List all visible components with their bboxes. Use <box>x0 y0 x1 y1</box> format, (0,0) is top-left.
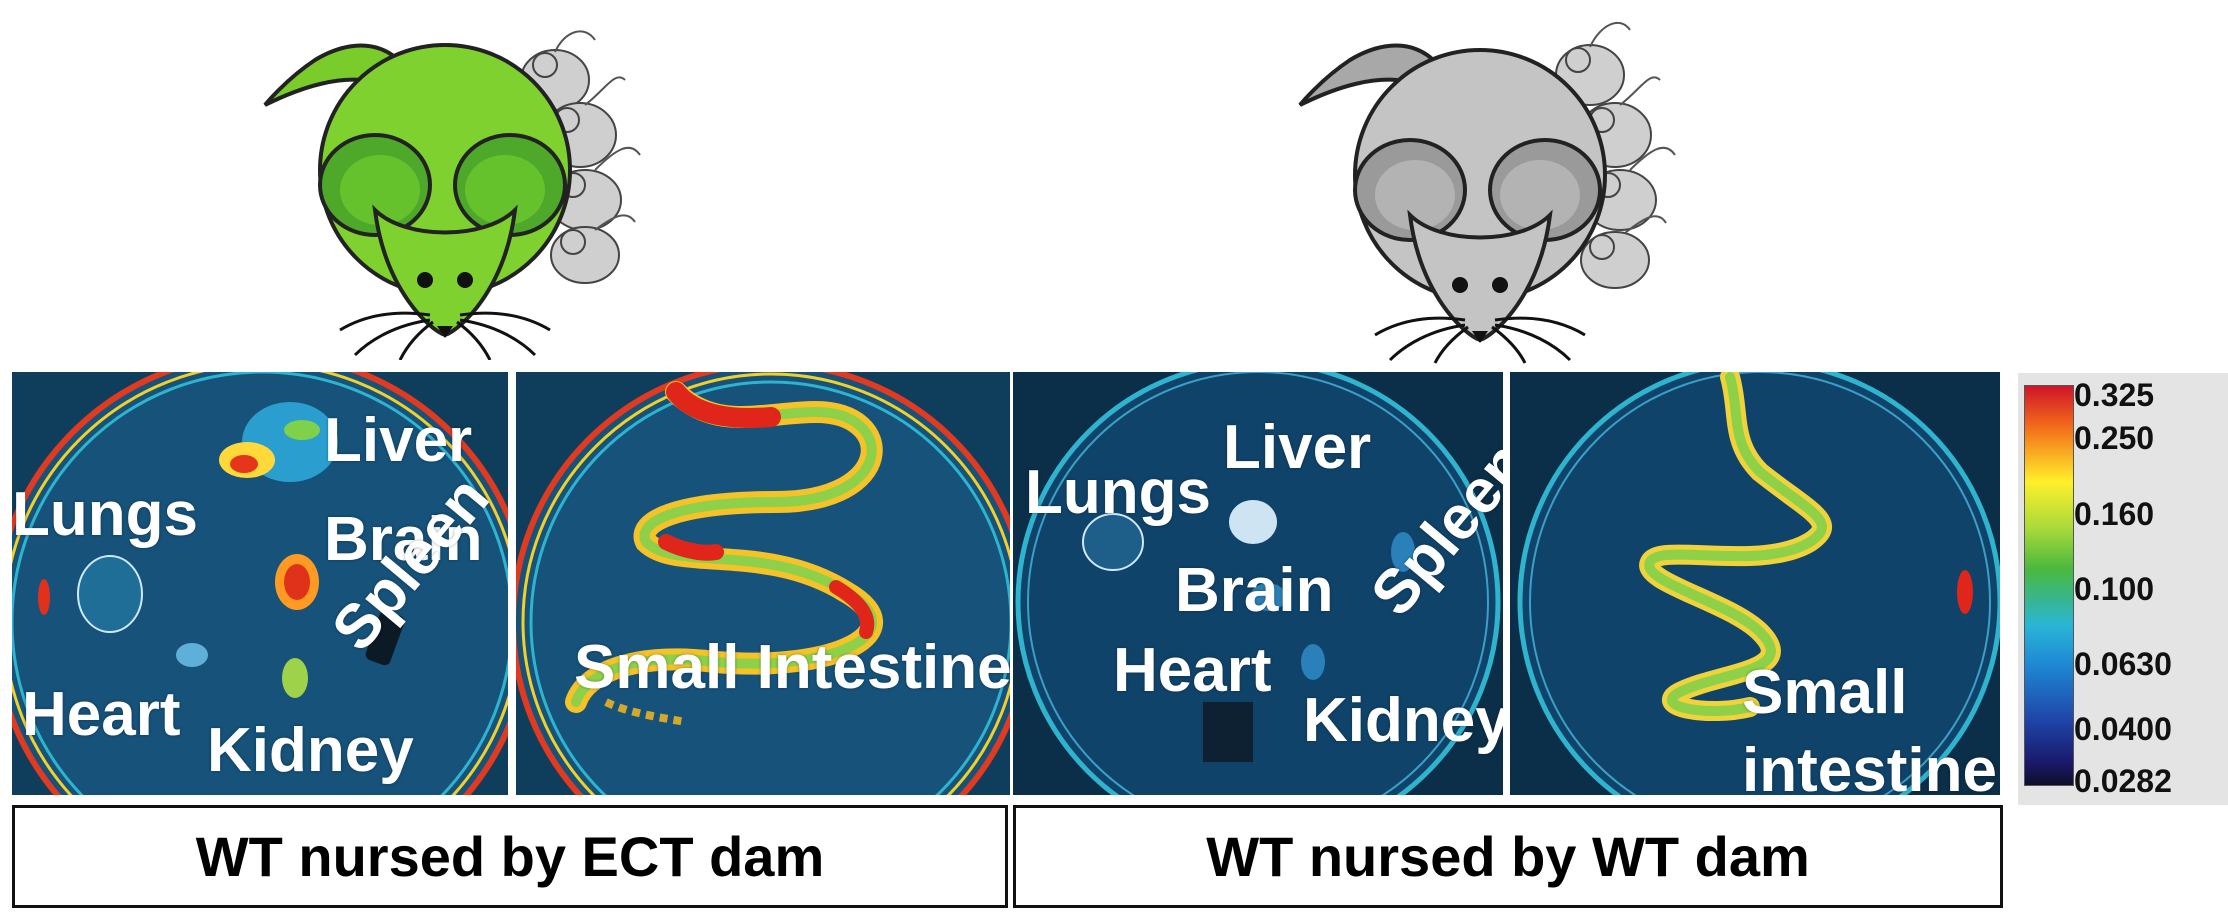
label-lungs: Lungs <box>12 480 198 549</box>
label-kidney: Kidney <box>1303 686 1503 755</box>
scale-tick: 0.250 <box>2074 420 2155 456</box>
scale-tick: 0.0630 <box>2074 646 2172 682</box>
label-kidney: Kidney <box>207 716 414 785</box>
scale-tick: 0.160 <box>2074 496 2155 532</box>
ect-organs-panel: Liver Lungs Brain Heart Kidney Spleen <box>12 372 508 795</box>
condition-right-caption: WT nursed by WT dam <box>1013 805 2003 908</box>
ect-intestine-panel: Small Intestine <box>516 372 1010 795</box>
scale-tick: 0.0282 <box>2074 763 2172 799</box>
wt-organs-image <box>1013 372 1503 795</box>
wt-organs-panel: Liver Lungs Brain Heart Kidney Spleen <box>1013 372 1503 795</box>
color-gradient <box>2024 385 2074 786</box>
label-heart: Heart <box>22 680 181 749</box>
label-heart: Heart <box>1113 636 1272 705</box>
scale-tick: 0.100 <box>2074 571 2155 607</box>
label-brain: Brain <box>1175 556 1334 625</box>
green-mother-mouse-icon <box>263 30 641 360</box>
wt-intestine-panel: Small intestine <box>1510 372 2000 795</box>
condition-left-caption: WT nursed by ECT dam <box>12 805 1008 908</box>
ect-intestine-image <box>516 372 1010 795</box>
ect-organs-image <box>12 372 508 795</box>
label-small-intestine: Small Intestine <box>574 633 1010 702</box>
label-brain: Brain <box>324 505 483 574</box>
label-lungs: Lungs <box>1025 458 1211 527</box>
scale-tick: 0.0400 <box>2074 711 2172 747</box>
wt-intestine-image <box>1510 372 2000 795</box>
label-intestine: intestine <box>1742 736 1997 796</box>
color-scale-bar: 0.325 0.250 0.160 0.100 0.0630 0.0400 0.… <box>2018 373 2228 805</box>
gray-mother-mouse-icon <box>1298 21 1676 364</box>
label-liver: Liver <box>1223 413 1372 482</box>
scale-tick: 0.325 <box>2074 377 2155 413</box>
label-liver: Liver <box>324 406 473 475</box>
label-small: Small <box>1742 658 1908 727</box>
